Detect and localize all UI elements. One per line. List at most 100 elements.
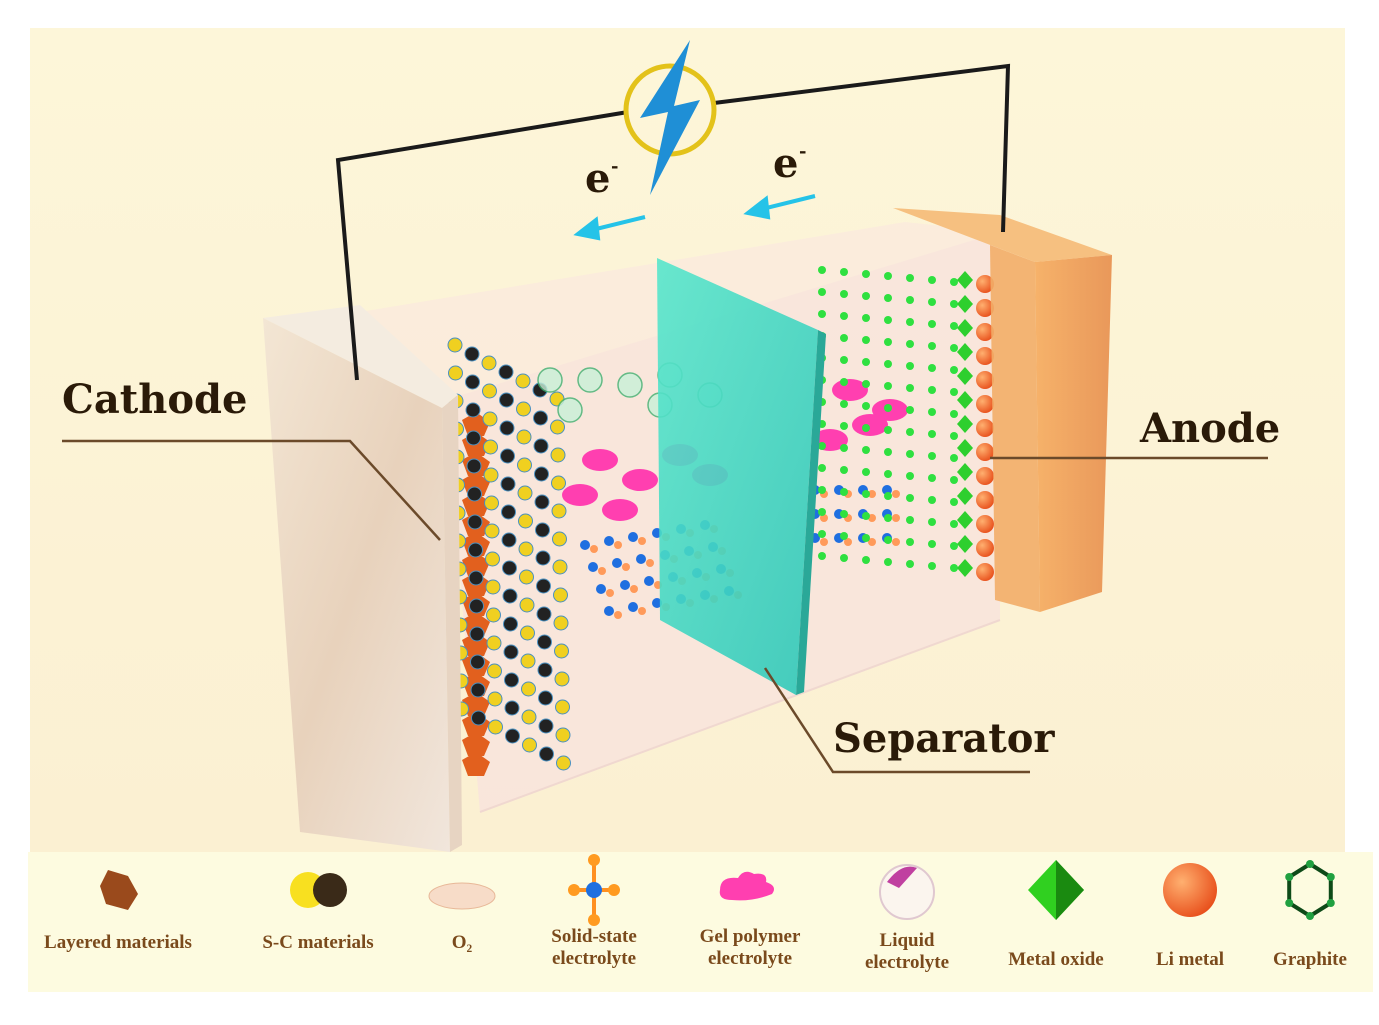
solid-state-particle bbox=[614, 611, 622, 619]
graphite-particle bbox=[862, 314, 870, 322]
graphite-particle bbox=[950, 476, 958, 484]
graphite-particle bbox=[818, 442, 826, 450]
s-c-particle bbox=[518, 541, 534, 557]
graphite-particle bbox=[906, 340, 914, 348]
graphite-particle bbox=[928, 298, 936, 306]
graphite-particle bbox=[862, 380, 870, 388]
graphite-particle bbox=[840, 400, 848, 408]
s-c-particle bbox=[535, 550, 551, 566]
graphite-particle bbox=[862, 556, 870, 564]
graphite-particle bbox=[950, 542, 958, 550]
metal-oxide-particle bbox=[957, 535, 973, 553]
gel-polymer-particle bbox=[562, 484, 598, 506]
s-c-particle bbox=[555, 699, 570, 715]
legend-label: Metal oxide bbox=[1008, 949, 1104, 970]
s-c-particle bbox=[556, 755, 571, 771]
solid-state-particle bbox=[868, 538, 876, 546]
s-c-particle bbox=[487, 663, 502, 679]
s-c-particle bbox=[485, 579, 501, 595]
separator-leader-line bbox=[763, 667, 1030, 774]
solid-state-particle bbox=[628, 532, 638, 542]
legend-background bbox=[28, 852, 1373, 992]
s-c-particle bbox=[448, 365, 463, 381]
legend-item: Li metal bbox=[1156, 863, 1224, 970]
s-c-particle bbox=[483, 467, 499, 483]
s-c-particle bbox=[469, 598, 484, 614]
li-metal-particle bbox=[976, 539, 994, 557]
graphite-particle bbox=[862, 358, 870, 366]
s-c-particle bbox=[552, 531, 567, 547]
s-c-particle bbox=[500, 476, 516, 492]
graphite-particle bbox=[884, 426, 892, 434]
solid-state-particle bbox=[606, 589, 614, 597]
graphite-particle bbox=[928, 496, 936, 504]
solid-state-particle bbox=[892, 514, 900, 522]
solid-state-particle bbox=[892, 538, 900, 546]
s-c-particle bbox=[517, 485, 533, 501]
s-c-particle bbox=[504, 672, 519, 688]
graphite-particle bbox=[884, 272, 892, 280]
graphite-particle bbox=[884, 404, 892, 412]
s-c-particle bbox=[535, 522, 550, 538]
metal-oxide-icon bbox=[1028, 860, 1084, 920]
li-metal-particle bbox=[976, 563, 994, 581]
s-c-particle bbox=[467, 514, 483, 530]
cathode-slab bbox=[263, 305, 462, 852]
graphite-particle bbox=[862, 424, 870, 432]
graphite-particle bbox=[928, 276, 936, 284]
legend-item: Graphite bbox=[1273, 860, 1347, 970]
graphite-particle bbox=[928, 474, 936, 482]
electron-right: e - bbox=[773, 140, 806, 187]
s-c-particle bbox=[499, 392, 514, 408]
electron-left: e - bbox=[585, 155, 618, 202]
graphite-particle bbox=[862, 534, 870, 542]
s-c-particle bbox=[468, 542, 483, 558]
graphite-particle bbox=[884, 492, 892, 500]
graphite-particle bbox=[840, 444, 848, 452]
graphite-particle bbox=[950, 366, 958, 374]
graphite-particle bbox=[906, 516, 914, 524]
metal-oxide-particle bbox=[957, 295, 973, 313]
graphite-particle bbox=[906, 428, 914, 436]
s-c-particle bbox=[487, 691, 503, 707]
graphite-particle bbox=[818, 464, 826, 472]
metal-oxide-particle bbox=[957, 319, 973, 337]
solid-state-particle bbox=[588, 562, 598, 572]
graphite-particle bbox=[928, 364, 936, 372]
solid-state-particle bbox=[820, 538, 828, 546]
s-c-particle bbox=[519, 569, 534, 585]
s-c-particle bbox=[469, 626, 485, 642]
metal-oxide-particle bbox=[957, 415, 973, 433]
separator-membrane bbox=[657, 258, 818, 695]
gel-polymer-particle bbox=[582, 449, 618, 471]
s-c-particle bbox=[485, 551, 500, 567]
s-c-particle bbox=[554, 671, 570, 687]
s-c-particle bbox=[521, 709, 537, 725]
solid-state-particle bbox=[630, 585, 638, 593]
li-metal-particle bbox=[976, 371, 994, 389]
graphite-particle bbox=[950, 388, 958, 396]
s-c-particle bbox=[517, 457, 532, 473]
s-c-particle bbox=[486, 635, 502, 651]
solid-state-particle bbox=[892, 490, 900, 498]
legend-label: electrolyte bbox=[708, 948, 792, 969]
anode-slab bbox=[893, 208, 1112, 612]
li-metal-particle bbox=[976, 443, 994, 461]
graphite-particle bbox=[884, 448, 892, 456]
graphite-particle bbox=[840, 488, 848, 496]
graphite-particle bbox=[884, 382, 892, 390]
liquid-electrolyte-particle bbox=[577, 367, 603, 393]
layered-material-particle bbox=[462, 552, 490, 576]
legend-item: Layered materials bbox=[44, 870, 192, 953]
s-c-particle bbox=[464, 346, 480, 362]
graphite-particle bbox=[862, 270, 870, 278]
graphite-particle bbox=[884, 294, 892, 302]
gel-polymer-particle bbox=[602, 499, 638, 521]
li-metal-particle bbox=[976, 467, 994, 485]
graphite-particle bbox=[840, 422, 848, 430]
li-metal-icon bbox=[1163, 863, 1217, 917]
graphite-particle bbox=[950, 498, 958, 506]
legend-label: Layered materials bbox=[44, 932, 192, 953]
